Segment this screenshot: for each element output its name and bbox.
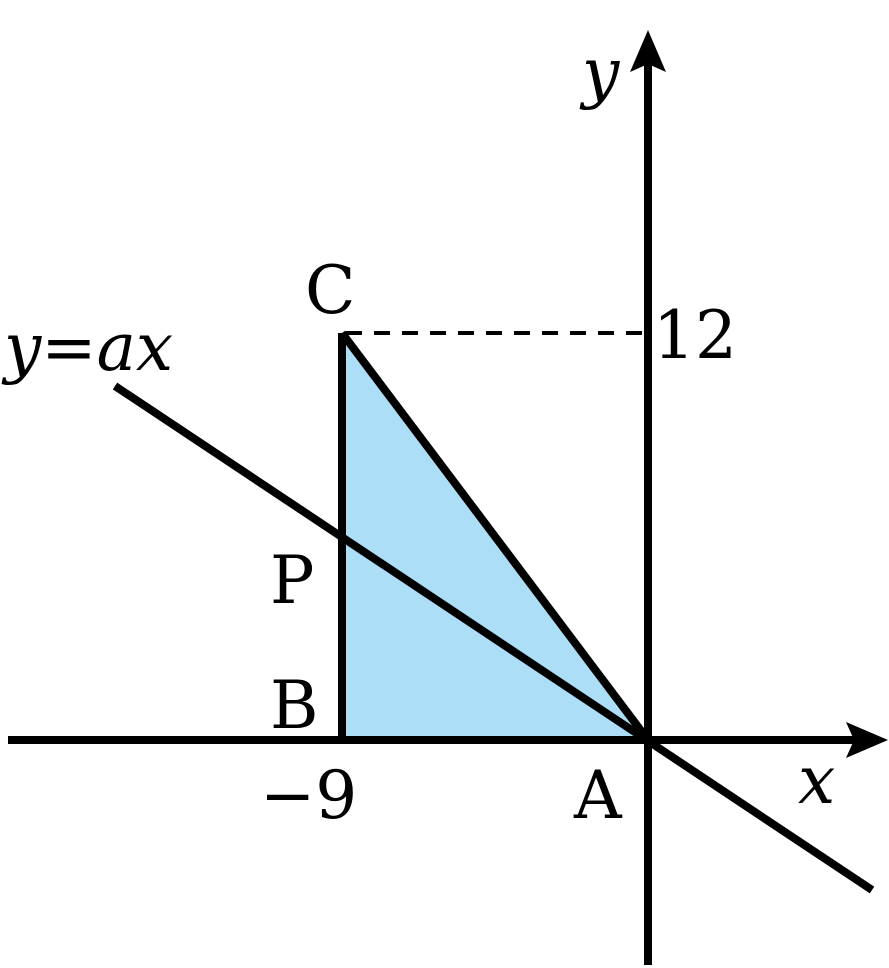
y-axis-arrow-icon: [630, 30, 666, 72]
point-a-label: A: [573, 757, 623, 834]
segment-ca: [338, 330, 652, 743]
point-p-label: P: [270, 542, 314, 619]
x-tick-label-neg9: −9: [260, 757, 357, 834]
y-tick-label-12: 12: [653, 297, 737, 374]
line-label-y-equals-ax: y=ax: [1, 309, 173, 386]
line-y-equals-ax: [112, 382, 875, 894]
x-axis-label: x: [798, 742, 835, 819]
y-axis-label: y: [579, 34, 620, 111]
point-b-label: B: [270, 667, 319, 744]
point-c-label: C: [305, 252, 356, 329]
x-axis-arrow-icon: [846, 722, 888, 758]
